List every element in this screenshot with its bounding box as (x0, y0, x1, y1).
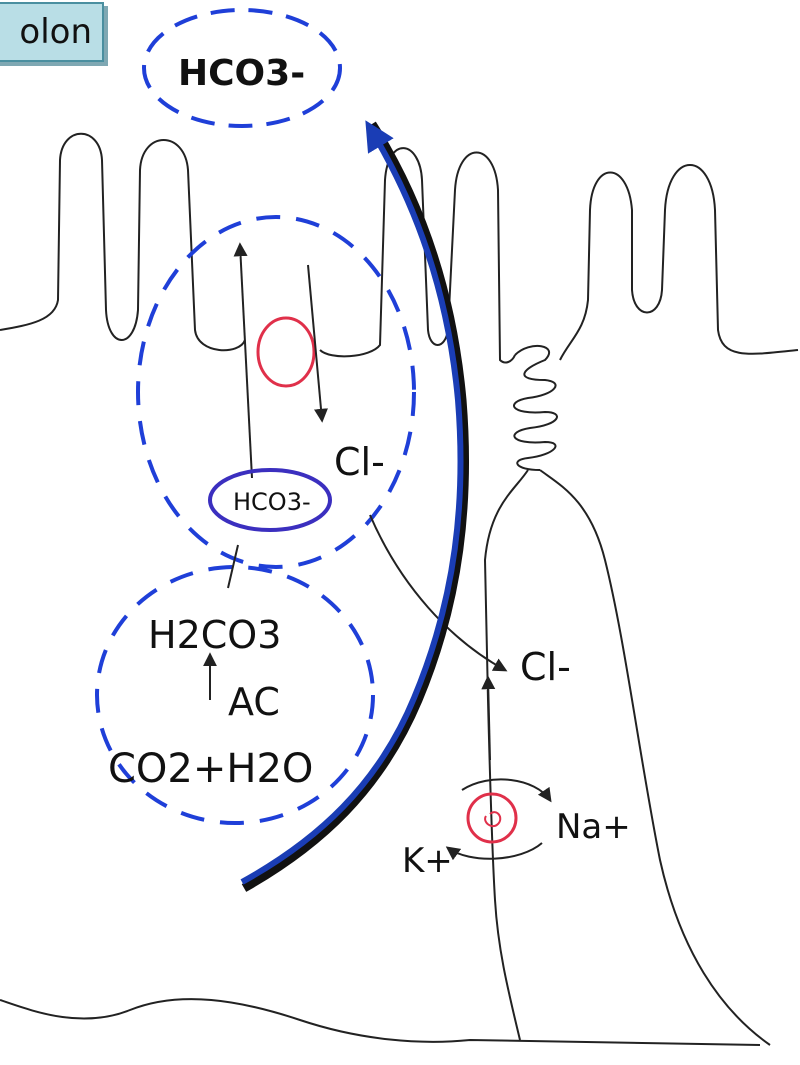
h2co3-label: H2CO3 (148, 613, 281, 657)
co2-h2o-label: CO2+H2O (108, 746, 313, 792)
hco3-cell-label: HCO3- (233, 488, 311, 516)
k-arrow (448, 843, 542, 859)
cl-in-arrow (308, 265, 322, 420)
na-k-pump-inner (485, 812, 500, 826)
ac-label: AC (228, 680, 280, 724)
cl-apical-label: Cl- (334, 440, 385, 484)
hco3-lumen-label: HCO3- (178, 53, 305, 94)
basal-membrane (0, 999, 760, 1045)
k-plus-label: K+ (402, 841, 453, 881)
cell-boundary-right (540, 470, 770, 1045)
cl-basal-label: Cl- (520, 645, 571, 689)
tight-junction-coil (514, 346, 557, 470)
hco3-out-arrow (240, 245, 252, 478)
na-plus-label: Na+ (556, 807, 631, 847)
exchanger-ring (258, 318, 314, 386)
cell-boundary-middle (485, 470, 528, 1040)
